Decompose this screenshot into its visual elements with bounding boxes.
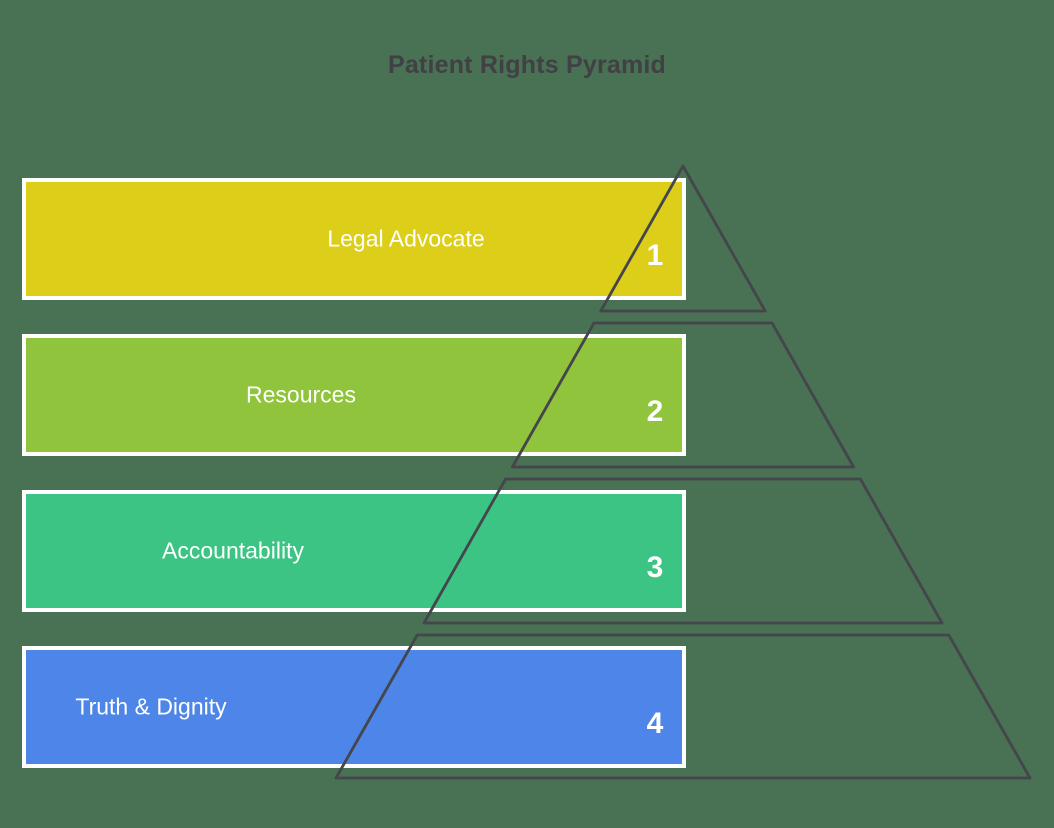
pyramid-level-rank: 2 — [646, 395, 664, 428]
pyramid-outline-segment-4 — [334, 633, 1032, 780]
pyramid-level-bar-2: Resources 2 — [22, 334, 686, 456]
pyramid-level-bar-4: Truth & Dignity 4 — [22, 646, 686, 768]
pyramid-level-bar-1: Legal Advocate 1 — [22, 178, 686, 300]
diagram-title: Patient Rights Pyramid — [387, 51, 667, 79]
pyramid-level-rank: 3 — [646, 551, 664, 584]
pyramid-outline-segment-3 — [422, 477, 944, 625]
pyramid-outline-segment-2 — [511, 321, 855, 469]
pyramid-outline-segment-1 — [599, 164, 767, 313]
pyramid-level-label: Resources — [246, 381, 356, 408]
pyramid-level-bar-3: Accountability 3 — [22, 490, 686, 612]
pyramid-level-label: Legal Advocate — [327, 225, 485, 252]
pyramid-level-rank: 4 — [646, 707, 664, 740]
pyramid-level-rank: 1 — [646, 239, 664, 272]
pyramid-level-label: Truth & Dignity — [75, 693, 227, 720]
pyramid-level-label: Accountability — [162, 537, 304, 564]
